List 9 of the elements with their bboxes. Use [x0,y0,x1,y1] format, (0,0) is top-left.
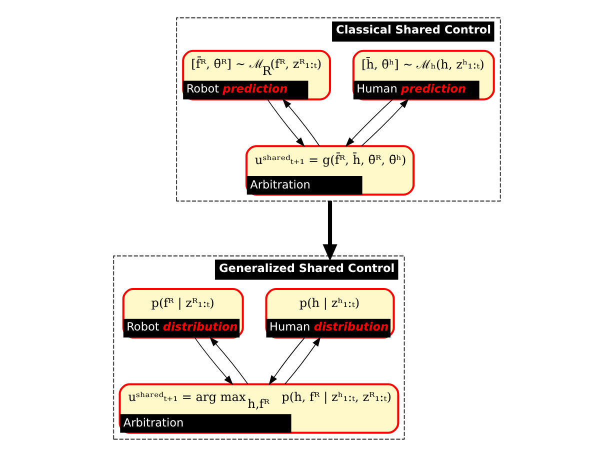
arrow [268,337,305,386]
arrow [284,336,321,384]
arrow [209,336,248,384]
arrow [282,98,320,146]
arrow [361,98,409,146]
arrow [194,337,234,385]
arrow [322,201,338,261]
arrow [345,99,393,147]
arrow [267,99,305,147]
